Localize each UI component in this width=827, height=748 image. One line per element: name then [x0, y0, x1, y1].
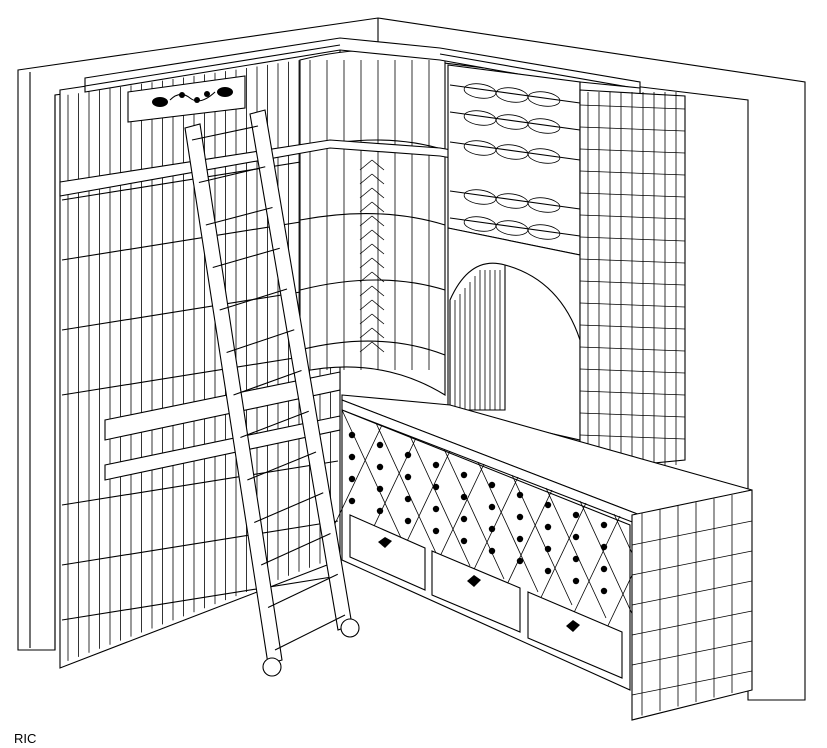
drawers [349, 514, 623, 679]
rolling-library-ladder [184, 109, 360, 677]
caption-text: RIC [14, 731, 37, 746]
corner-curved-rack [299, 49, 446, 396]
grape-medallion [127, 75, 246, 123]
right-wine-rack [579, 89, 686, 471]
end-cabinet [631, 489, 753, 721]
arched-opening [447, 227, 581, 441]
